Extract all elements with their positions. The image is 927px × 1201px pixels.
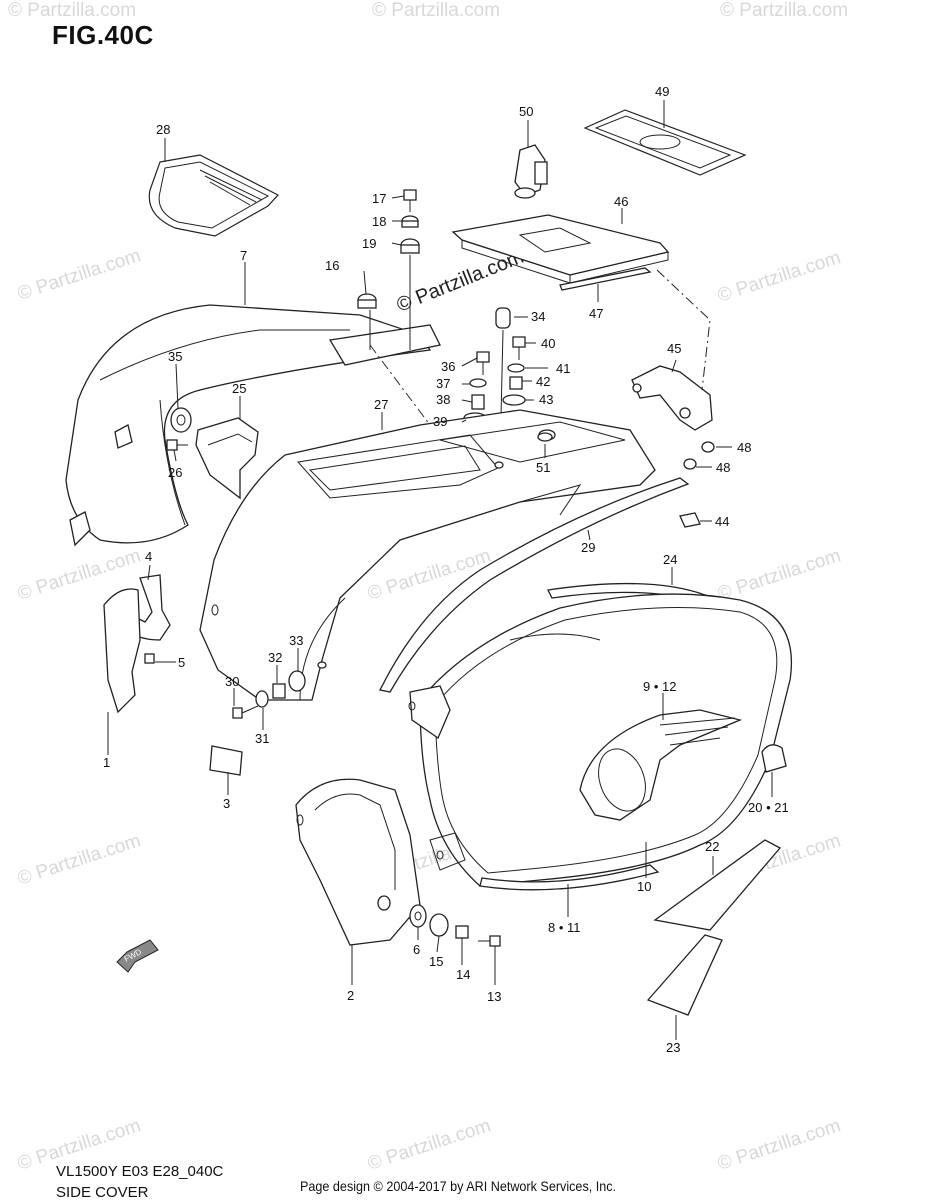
part-27-tail-cover xyxy=(199,409,656,701)
callout-32: 32 xyxy=(268,650,282,665)
callout-leaders xyxy=(107,100,773,1040)
callout-46: 46 xyxy=(614,194,628,209)
callout-16: 16 xyxy=(325,258,339,273)
callout-labels: 28 49 50 46 47 7 16 17 18 19 35 25 26 27… xyxy=(103,84,789,1055)
callout-41: 41 xyxy=(556,361,570,376)
part-3-reflector xyxy=(209,745,243,776)
watermark: © Partzilla.com xyxy=(372,0,500,21)
callout-50: 50 xyxy=(519,104,533,119)
callout-43: 43 xyxy=(539,392,553,407)
part-49-sheet xyxy=(583,109,747,176)
watermark: © Partzilla.com xyxy=(715,545,843,605)
callout-48b: 48 xyxy=(716,460,730,475)
part-8-trim xyxy=(479,864,660,891)
figure-title: FIG.40C xyxy=(52,20,154,50)
callout-22: 22 xyxy=(705,839,719,854)
part-50-lock xyxy=(514,144,548,199)
callout-13: 13 xyxy=(487,989,501,1004)
dashed-leaders xyxy=(369,269,711,426)
part-51-washer xyxy=(537,432,553,442)
part-26-bolt xyxy=(166,439,188,451)
callout-24: 24 xyxy=(663,552,677,567)
callout-1: 1 xyxy=(103,755,110,770)
callout-47: 47 xyxy=(589,306,603,321)
callout-25: 25 xyxy=(232,381,246,396)
part-44-clip xyxy=(679,512,701,528)
callout-35: 35 xyxy=(168,349,182,364)
callout-9-12: 9 • 12 xyxy=(643,679,676,694)
part-1-side-bracket xyxy=(103,588,141,714)
watermark: © Partzilla.com xyxy=(720,0,848,21)
callout-28: 28 xyxy=(156,122,170,137)
callout-26: 26 xyxy=(168,465,182,480)
section-name: SIDE COVER xyxy=(56,1184,149,1201)
callout-23: 23 xyxy=(666,1040,680,1055)
callout-20-21: 20 • 21 xyxy=(748,800,789,815)
part-29-seal xyxy=(379,477,690,693)
fwd-arrow-icon: FWD xyxy=(116,939,159,973)
callout-44: 44 xyxy=(715,514,729,529)
part-46-cover xyxy=(451,214,670,284)
small-hardware-30-33 xyxy=(232,661,327,719)
callout-51: 51 xyxy=(536,460,550,475)
watermark: © Partzilla.com xyxy=(365,1115,493,1175)
callout-6: 6 xyxy=(413,942,420,957)
callout-15: 15 xyxy=(429,954,443,969)
callout-38: 38 xyxy=(436,392,450,407)
part-10-side-cover xyxy=(408,593,792,887)
callout-45: 45 xyxy=(667,341,681,356)
callout-17: 17 xyxy=(372,191,386,206)
callout-7: 7 xyxy=(240,248,247,263)
callout-42: 42 xyxy=(536,374,550,389)
footer-credit: Page design © 2004-2017 by ARI Network S… xyxy=(300,1178,617,1194)
callout-3: 3 xyxy=(223,796,230,811)
part-47-strip xyxy=(559,267,652,291)
watermark: © Partzilla.com xyxy=(715,247,843,307)
callout-4: 4 xyxy=(145,549,152,564)
part-5-screw xyxy=(144,653,155,664)
callout-5: 5 xyxy=(178,655,185,670)
callout-40: 40 xyxy=(541,336,555,351)
watermark: © Partzilla.com xyxy=(8,0,136,21)
watermark: © Partzilla.com xyxy=(15,245,143,305)
callout-36: 36 xyxy=(441,359,455,374)
callout-10: 10 xyxy=(637,879,651,894)
callout-27: 27 xyxy=(374,397,388,412)
callout-30: 30 xyxy=(225,674,239,689)
part-25-bracket xyxy=(195,417,259,500)
callout-33: 33 xyxy=(289,633,303,648)
part-22-panel xyxy=(653,839,782,931)
hardware-left-stack xyxy=(357,189,420,350)
callout-48a: 48 xyxy=(737,440,751,455)
callout-2: 2 xyxy=(347,988,354,1003)
watermark: © Partzilla.com xyxy=(715,1115,843,1175)
part-9-emblem xyxy=(579,709,743,821)
model-code: VL1500Y E03 E28_040C xyxy=(56,1163,224,1180)
callout-18: 18 xyxy=(372,214,386,229)
part-2-lower-cover xyxy=(295,778,421,946)
part-28-pad xyxy=(148,154,279,237)
callout-31: 31 xyxy=(255,731,269,746)
part-35-grommet xyxy=(170,407,192,433)
part-45-bracket xyxy=(631,365,713,431)
callout-19: 19 xyxy=(362,236,376,251)
part-23-panel xyxy=(646,934,723,1016)
hardware-lower xyxy=(409,904,501,947)
callout-49: 49 xyxy=(655,84,669,99)
callout-14: 14 xyxy=(456,967,470,982)
callout-8-11: 8 • 11 xyxy=(548,920,581,935)
watermark: © Partzilla.com xyxy=(15,830,143,890)
watermark-layer: © Partzilla.com © Partzilla.com © Partzi… xyxy=(8,0,848,1175)
callout-37: 37 xyxy=(436,376,450,391)
callout-39: 39 xyxy=(433,414,447,429)
callout-29: 29 xyxy=(581,540,595,555)
part-7-fairing xyxy=(65,304,441,547)
part-20-badge xyxy=(761,744,787,773)
watermark-center: © Partzilla.com xyxy=(394,246,527,317)
part-48-bolts xyxy=(683,441,715,470)
callout-34: 34 xyxy=(531,309,545,324)
